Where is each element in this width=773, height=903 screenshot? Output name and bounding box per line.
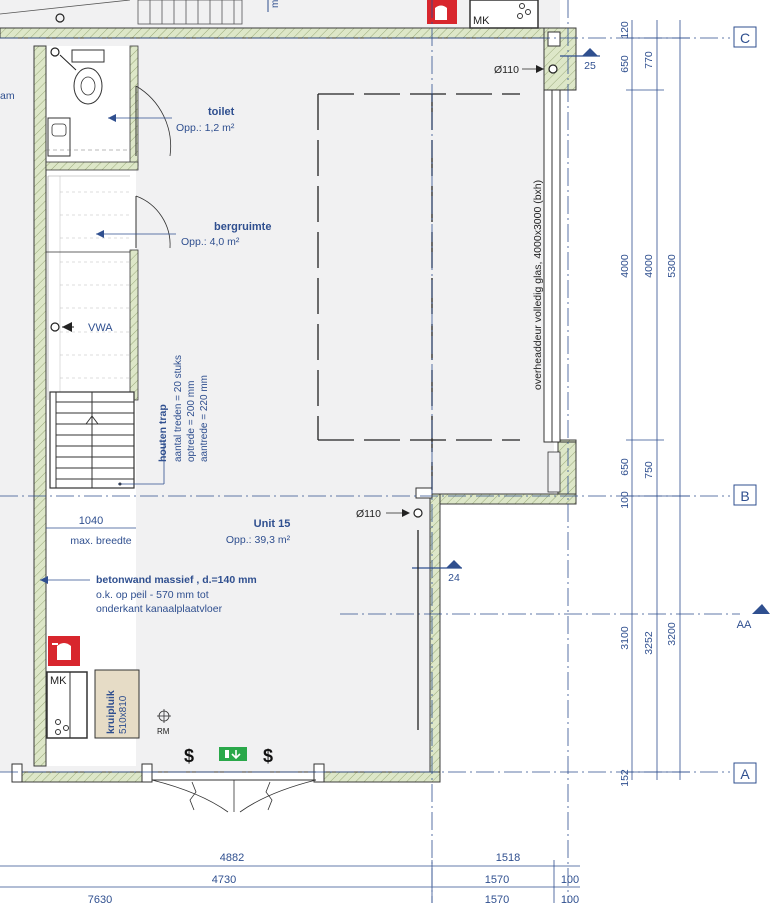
storage-title: bergruimte <box>214 221 271 233</box>
dim-5300: 5300 <box>666 254 678 278</box>
walls <box>11 27 577 783</box>
mk-top-label: MK <box>473 15 490 27</box>
dim-120: 120 <box>619 21 631 39</box>
level-mid-label: 24 <box>448 572 460 584</box>
axis-markers: C B A AA <box>733 26 770 784</box>
wall-note-line3: onderkant kanaalplaatvloer <box>96 603 223 615</box>
dim-100a: 100 <box>561 874 579 886</box>
crawl-hatch-title: kruipluik <box>105 690 117 734</box>
fire-extinguisher-icon <box>427 0 457 24</box>
dim-4000b: 4000 <box>643 254 655 278</box>
toilet-title: toilet <box>208 106 235 118</box>
dim-100b: 100 <box>561 894 579 903</box>
dollar-icon: $ <box>263 746 273 766</box>
stair-width-label: max. breedte <box>70 535 131 547</box>
fire-extinguisher-icon <box>48 636 80 666</box>
dim-3200: 3200 <box>666 622 678 646</box>
top-cut-label: ma <box>270 0 281 8</box>
emergency-exit-icon <box>219 747 247 761</box>
fixtures-bottom: MK kruipluik 510x810 RM <box>46 636 171 739</box>
vwa-label: VWA <box>88 322 113 334</box>
stairs-title: houten trap <box>157 404 169 462</box>
dim-1570b: 1570 <box>485 894 509 903</box>
axis-a-label: A <box>740 766 750 782</box>
dim-3100: 3100 <box>619 626 631 650</box>
axis-c-label: C <box>740 30 750 46</box>
wall-note-title: betonwand massief , d.=140 mm <box>96 574 257 586</box>
left-cut-label: am <box>0 90 15 102</box>
dim-750: 750 <box>643 461 655 479</box>
dim-4000a: 4000 <box>619 254 631 278</box>
dim-650b: 650 <box>619 458 631 476</box>
rm-label: RM <box>157 727 170 736</box>
top-strip: ma MK <box>0 0 561 39</box>
grid-lines <box>0 0 740 903</box>
dim-4730: 4730 <box>212 874 236 886</box>
rm-symbol-icon <box>157 709 171 723</box>
dollar-icon: $ <box>184 746 194 766</box>
dim-770: 770 <box>643 51 655 69</box>
dim-chains-right <box>626 20 690 780</box>
dim-1518: 1518 <box>496 852 520 864</box>
pipe-mid-label: Ø110 <box>356 508 381 520</box>
dim-152: 152 <box>619 769 631 787</box>
stair-area <box>46 175 171 489</box>
storage-area: Opp.: 4,0 m² <box>181 236 240 248</box>
dim-text-bottom: 4882 1518 4730 1570 100 7630 1570 100 <box>88 852 579 903</box>
dim-650a: 650 <box>619 55 631 73</box>
stairs-going: aantrede = 220 mm <box>199 375 210 462</box>
dim-4882: 4882 <box>220 852 244 864</box>
stairs-rise: optrede = 200 mm <box>186 381 197 462</box>
pipe-top-label: Ø110 <box>494 64 519 76</box>
dim-7630: 7630 <box>88 894 112 903</box>
pipe-marks: Ø110 25 Ø110 24 <box>356 48 600 730</box>
wall-note-line2: o.k. op peil - 570 mm tot <box>96 589 209 601</box>
dim-3252: 3252 <box>643 631 655 655</box>
level-top-label: 25 <box>584 60 596 72</box>
toilet-room <box>46 47 172 157</box>
stairs-treads: aantal treden = 20 stuks <box>173 355 184 462</box>
unit-title: Unit 15 <box>254 518 291 530</box>
stair-width-value: 1040 <box>79 515 103 527</box>
mk-bottom-label: MK <box>50 675 67 687</box>
crawl-hatch-size: 510x810 <box>118 695 129 734</box>
toilet-area: Opp.: 1,2 m² <box>176 122 235 134</box>
section-aa-label: AA <box>737 619 752 631</box>
dim-1570a: 1570 <box>485 874 509 886</box>
dim-chains-bottom <box>0 860 580 903</box>
room-labels: toilet Opp.: 1,2 m² bergruimte Opp.: 4,0… <box>0 90 291 615</box>
unit-area: Opp.: 39,3 m² <box>226 534 291 546</box>
axis-b-label: B <box>740 488 749 504</box>
dim-text-right: 120 650 4000 650 100 3100 152 770 4000 7… <box>619 21 678 787</box>
dim-100: 100 <box>619 491 631 509</box>
overhead-door-label: overheaddeur volledig glas, 4000x3000 (b… <box>532 180 544 390</box>
